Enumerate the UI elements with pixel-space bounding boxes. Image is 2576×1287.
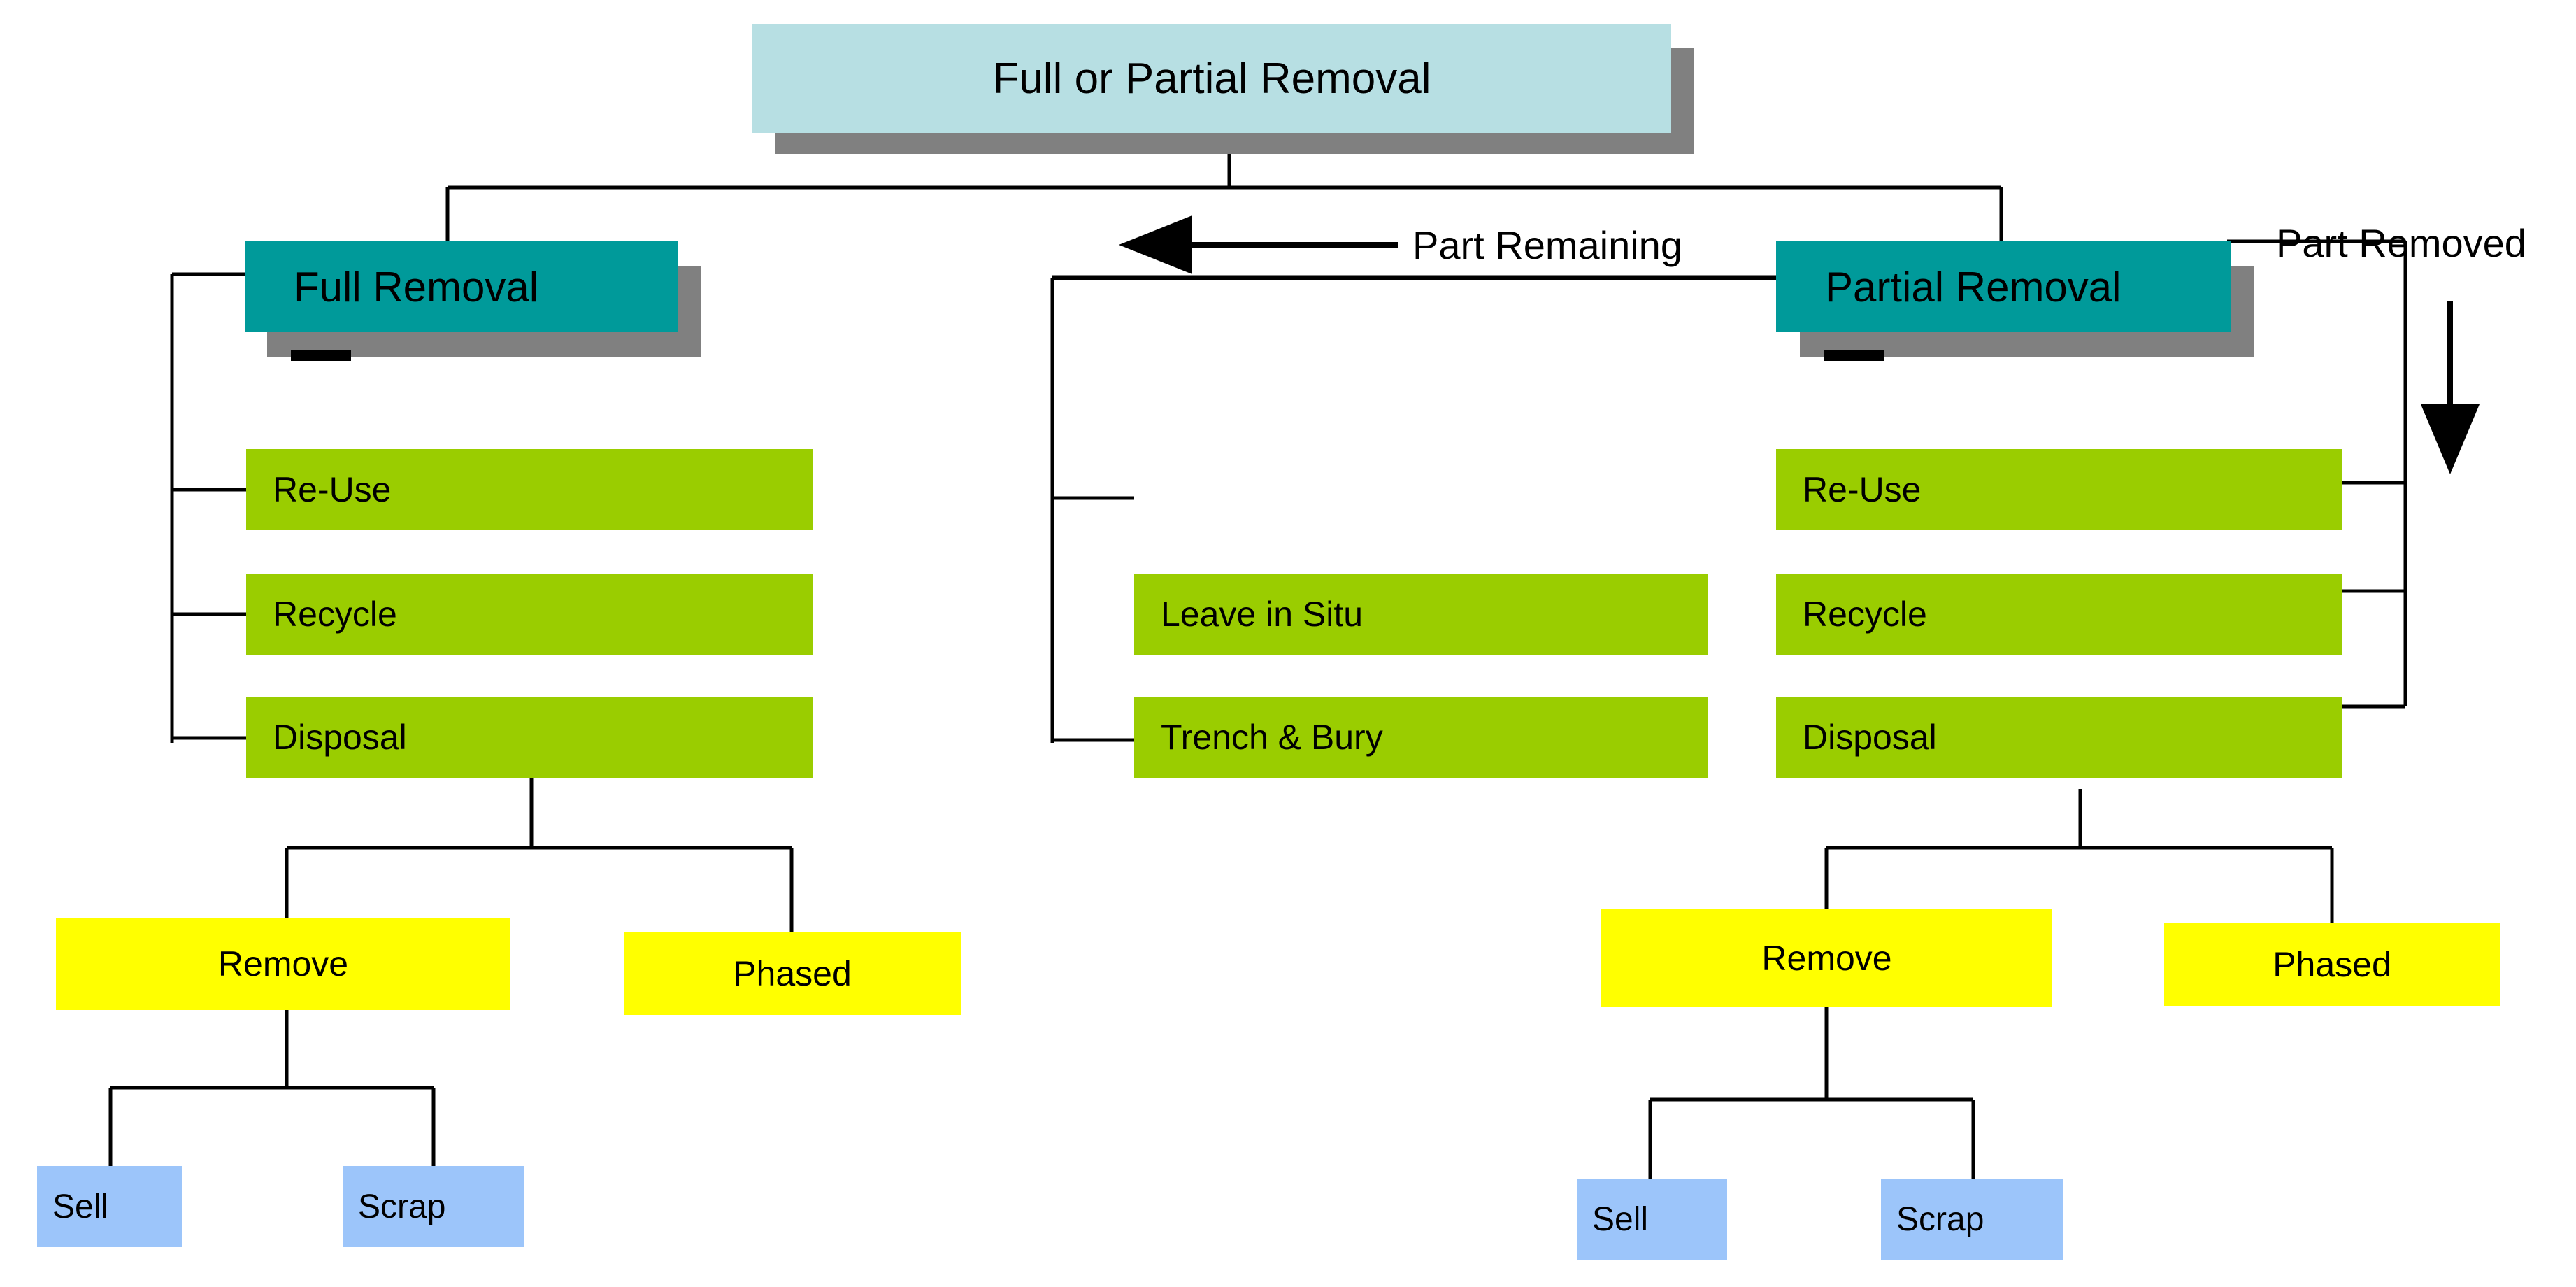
node-scrap-left-label: Scrap <box>358 1188 446 1225</box>
node-recycle-right-label: Recycle <box>1803 595 1927 634</box>
node-re-use-right-label: Re-Use <box>1803 470 1922 509</box>
node-scrap-right-label: Scrap <box>1896 1200 1984 1238</box>
node-disposal-left[interactable]: Disposal <box>246 697 813 778</box>
node-re-use-right[interactable]: Re-Use <box>1776 449 2342 530</box>
node-partial-removal[interactable]: Partial Removal <box>1776 241 2231 332</box>
node-remove-right-label: Remove <box>1761 939 1892 978</box>
node-recycle-left[interactable]: Recycle <box>246 574 813 655</box>
node-disposal-right[interactable]: Disposal <box>1776 697 2342 778</box>
node-trench-and-bury-label: Trench & Bury <box>1161 718 1383 757</box>
part-removed-arrow-group <box>2421 301 2480 474</box>
part-removed-arrow-head <box>2421 404 2480 474</box>
node-root[interactable]: Full or Partial Removal <box>752 24 1671 133</box>
node-re-use-left[interactable]: Re-Use <box>246 449 813 530</box>
part-remaining-arrow-head <box>1119 215 1192 274</box>
node-phased-right-label: Phased <box>2273 945 2391 984</box>
node-full-removal[interactable]: Full Removal <box>245 241 678 332</box>
node-remove-left[interactable]: Remove <box>56 918 510 1010</box>
partial-removal-handle <box>1824 350 1884 361</box>
node-leave-in-situ-label: Leave in Situ <box>1161 595 1364 634</box>
node-remove-left-label: Remove <box>217 944 349 983</box>
node-partial-removal-label: Partial Removal <box>1825 263 2121 311</box>
node-re-use-left-label: Re-Use <box>273 470 392 509</box>
node-trench-and-bury[interactable]: Trench & Bury <box>1134 697 1708 778</box>
edge-label-part-removed: Part Removed <box>2276 221 2526 265</box>
node-sell-left-label: Sell <box>52 1188 109 1225</box>
node-sell-left[interactable]: Sell <box>37 1166 182 1247</box>
edge-label-part-remaining: Part Remaining <box>1412 223 1682 267</box>
node-phased-left-label: Phased <box>733 954 852 993</box>
node-sell-right[interactable]: Sell <box>1577 1179 1727 1260</box>
node-disposal-left-label: Disposal <box>273 718 407 757</box>
node-scrap-right[interactable]: Scrap <box>1881 1179 2063 1260</box>
node-recycle-left-label: Recycle <box>273 595 397 634</box>
node-full-removal-label: Full Removal <box>294 263 539 311</box>
node-phased-left[interactable]: Phased <box>624 932 961 1015</box>
node-root-label: Full or Partial Removal <box>992 54 1431 103</box>
part-remaining-arrow-group <box>1119 215 1398 274</box>
node-disposal-right-label: Disposal <box>1803 718 1937 757</box>
node-scrap-left[interactable]: Scrap <box>343 1166 524 1247</box>
node-sell-right-label: Sell <box>1592 1200 1649 1238</box>
node-recycle-right[interactable]: Recycle <box>1776 574 2342 655</box>
node-leave-in-situ[interactable]: Leave in Situ <box>1134 574 1708 655</box>
node-phased-right[interactable]: Phased <box>2164 923 2500 1006</box>
full-removal-handle <box>291 350 351 361</box>
node-remove-right[interactable]: Remove <box>1601 909 2052 1007</box>
